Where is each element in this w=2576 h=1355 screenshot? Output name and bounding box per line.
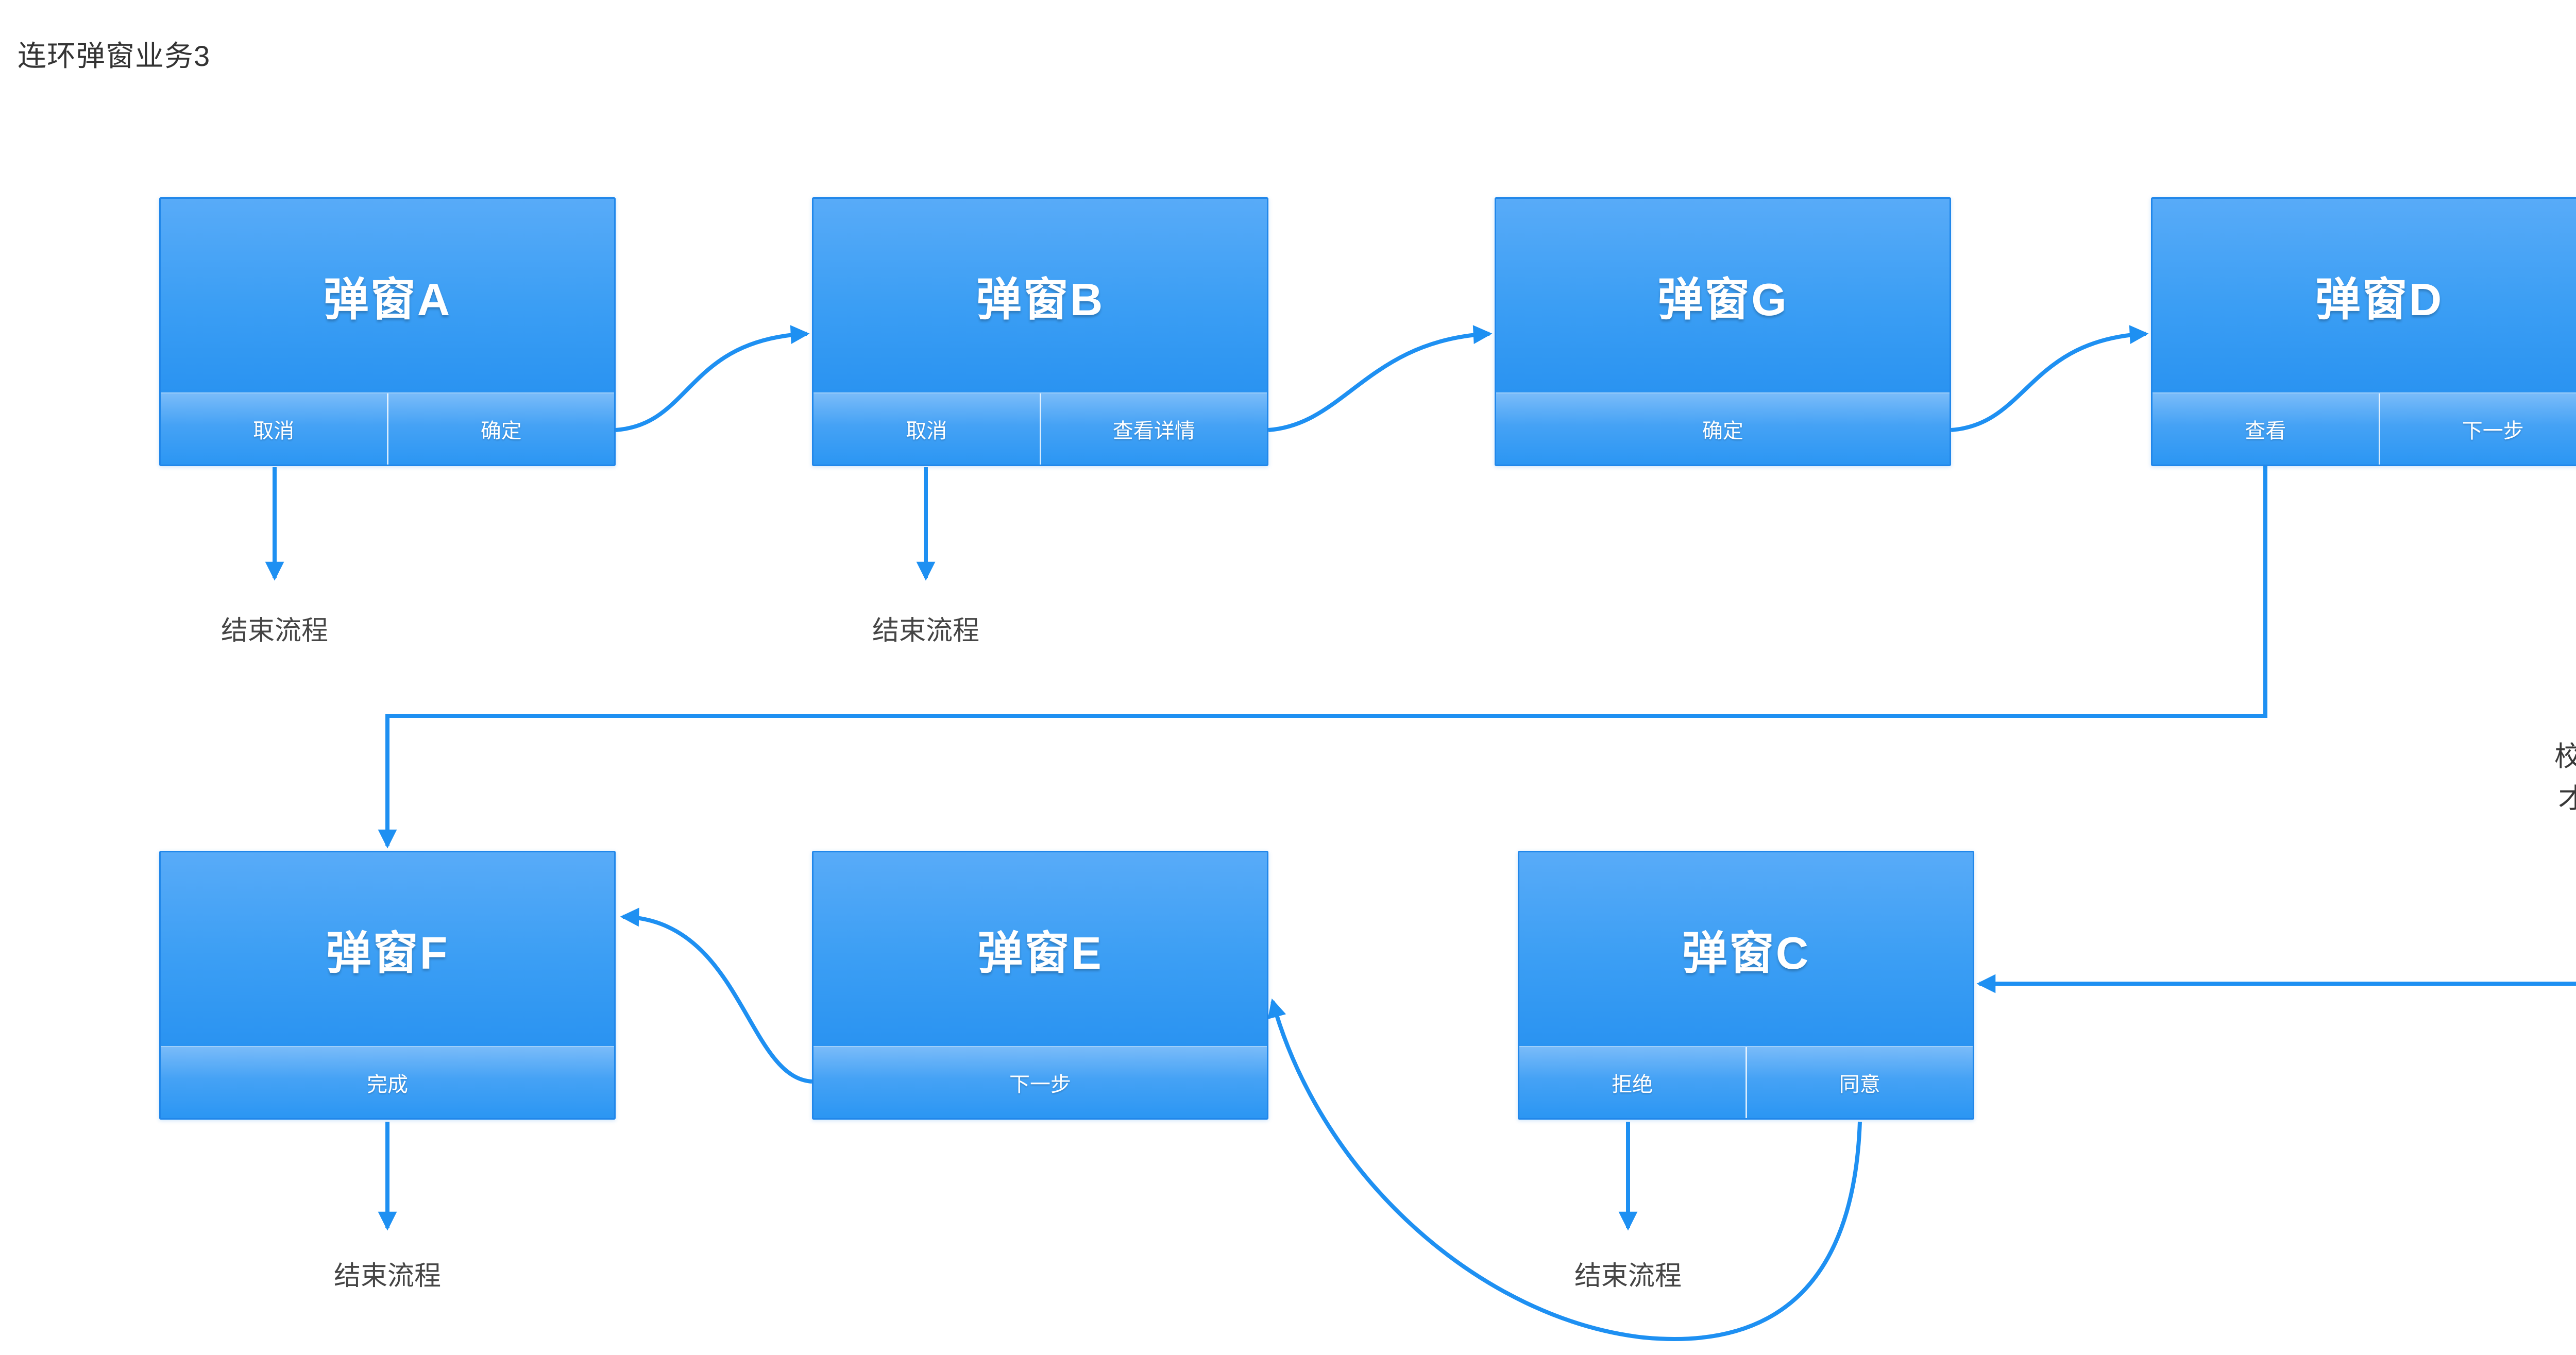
end-flow-label-under-f: 结束流程 (333, 1261, 441, 1291)
popup-g-footer: 确定 (1496, 392, 1950, 465)
popup-b-title: 弹窗B (814, 199, 1267, 392)
popup-e[interactable]: 弹窗E 下一步 (812, 851, 1268, 1120)
edge-e-next-to-f (620, 907, 812, 1084)
popup-c[interactable]: 弹窗C 拒绝 同意 (1518, 851, 1974, 1120)
popup-c-reject-button[interactable]: 拒绝 (1612, 1073, 1653, 1096)
popup-c-footer: 拒绝 同意 (1519, 1046, 1973, 1118)
popup-a-cancel-button[interactable]: 取消 (253, 420, 295, 442)
popup-a-title: 弹窗A (161, 199, 614, 392)
edge-note-line2: 才能跳转弹窗C (2558, 783, 2576, 814)
edge-d-view-to-f (378, 466, 2267, 849)
edge-note-line1: 校验请求通过后 (2554, 741, 2576, 772)
popup-d[interactable]: 弹窗D 查看 下一步 (2151, 197, 2576, 466)
popup-d-footer: 查看 下一步 (2153, 392, 2576, 465)
popup-c-agree-button[interactable]: 同意 (1745, 1047, 1973, 1118)
popup-f[interactable]: 弹窗F 完成 (159, 851, 616, 1120)
popup-d-view-button[interactable]: 查看 (2245, 420, 2286, 442)
popup-f-footer: 完成 (161, 1046, 614, 1118)
popup-d-title: 弹窗D (2153, 199, 2576, 392)
edge-g-confirm-to-d (1951, 325, 2149, 432)
edge-c-agree-to-e (1267, 998, 1862, 1342)
popup-b[interactable]: 弹窗B 取消 查看详情 (812, 197, 1268, 466)
end-flow-label-under-b: 结束流程 (872, 616, 979, 646)
edge-note-validation: 校验请求通过后 才能跳转弹窗C (2531, 731, 2576, 824)
popup-a-footer: 取消 确定 (161, 392, 614, 465)
popup-a-confirm-button[interactable]: 确定 (386, 393, 615, 465)
edge-a-confirm-to-b (615, 325, 810, 432)
popup-f-title: 弹窗F (161, 852, 614, 1046)
popup-a[interactable]: 弹窗A 取消 确定 (159, 197, 616, 466)
popup-f-done-button[interactable]: 完成 (367, 1073, 408, 1096)
popup-g[interactable]: 弹窗G 确定 (1495, 197, 1951, 466)
popup-e-footer: 下一步 (814, 1046, 1267, 1118)
popup-g-confirm-button[interactable]: 确定 (1702, 420, 1743, 442)
popup-g-title: 弹窗G (1496, 199, 1950, 392)
popup-b-footer: 取消 查看详情 (814, 392, 1267, 465)
popup-e-next-button[interactable]: 下一步 (1009, 1073, 1071, 1096)
edge-d-next-to-c (1976, 974, 2576, 993)
popup-b-cancel-button[interactable]: 取消 (906, 420, 947, 442)
popup-e-title: 弹窗E (814, 852, 1267, 1046)
end-flow-label-under-a: 结束流程 (221, 616, 328, 646)
end-flow-label-under-c: 结束流程 (1574, 1261, 1682, 1291)
popup-c-title: 弹窗C (1519, 852, 1973, 1046)
popup-b-detail-button[interactable]: 查看详情 (1039, 393, 1267, 465)
popup-d-next-button[interactable]: 下一步 (2378, 393, 2576, 465)
edge-b-detail-to-g (1268, 325, 1493, 432)
page-title: 连环弹窗业务3 (18, 40, 211, 72)
